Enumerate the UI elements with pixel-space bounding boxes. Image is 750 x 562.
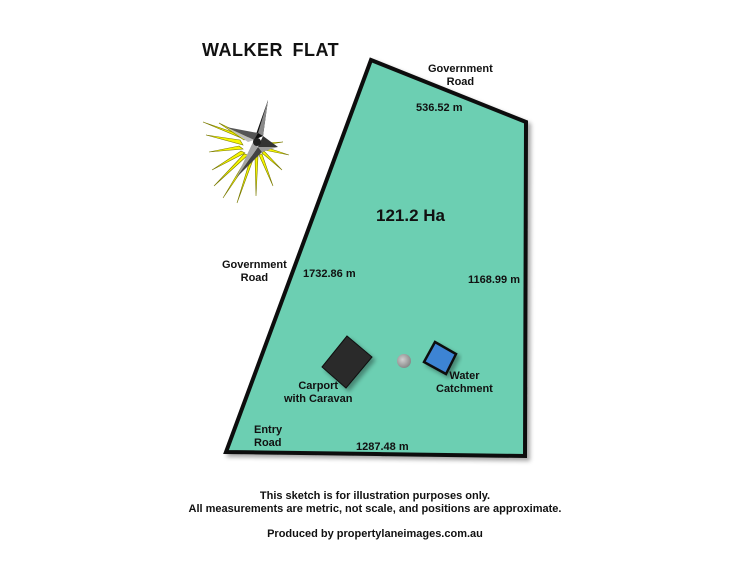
entry-road-label: Entry Road [254, 424, 282, 450]
area-label: 121.2 Ha [376, 206, 445, 225]
carport-label-line1: Carport [298, 380, 339, 392]
road-label-top: Government Road [428, 63, 493, 89]
water-catchment-tank [422, 340, 458, 376]
carport-label: Carport with Caravan [284, 380, 352, 406]
water-catchment-label: Water Catchment [436, 370, 493, 396]
map-title: WALKER FLAT [202, 40, 340, 60]
credit-line: Produced by propertylaneimages.com.au [267, 528, 483, 540]
compass-star-icon [202, 100, 290, 204]
measurement-left: 1732.86 m [303, 268, 356, 280]
road-label-left-line2: Road [240, 272, 269, 284]
disclaimer-line-2: All measurements are metric, not scale, … [188, 503, 562, 515]
road-label-left-line1: Government [222, 259, 287, 271]
water-label-line2: Catchment [436, 383, 493, 395]
site-marker [397, 354, 411, 368]
carport-label-line2: with Caravan [284, 393, 353, 405]
road-label-left: Government Road [222, 259, 287, 285]
road-label-top-line1: Government [428, 63, 493, 75]
measurement-right: 1168.99 m [468, 274, 520, 286]
water-label-line1: Water [449, 370, 480, 382]
road-label-top-line2: Road [446, 76, 475, 88]
measurement-top: 536.52 m [416, 102, 463, 114]
disclaimer-line-1: This sketch is for illustration purposes… [259, 490, 491, 502]
measurement-bottom: 1287.48 m [356, 441, 409, 453]
entry-label-line2: Road [254, 437, 282, 449]
property-boundary [223, 57, 529, 459]
entry-label-line1: Entry [254, 424, 283, 436]
carport-building [321, 335, 373, 389]
